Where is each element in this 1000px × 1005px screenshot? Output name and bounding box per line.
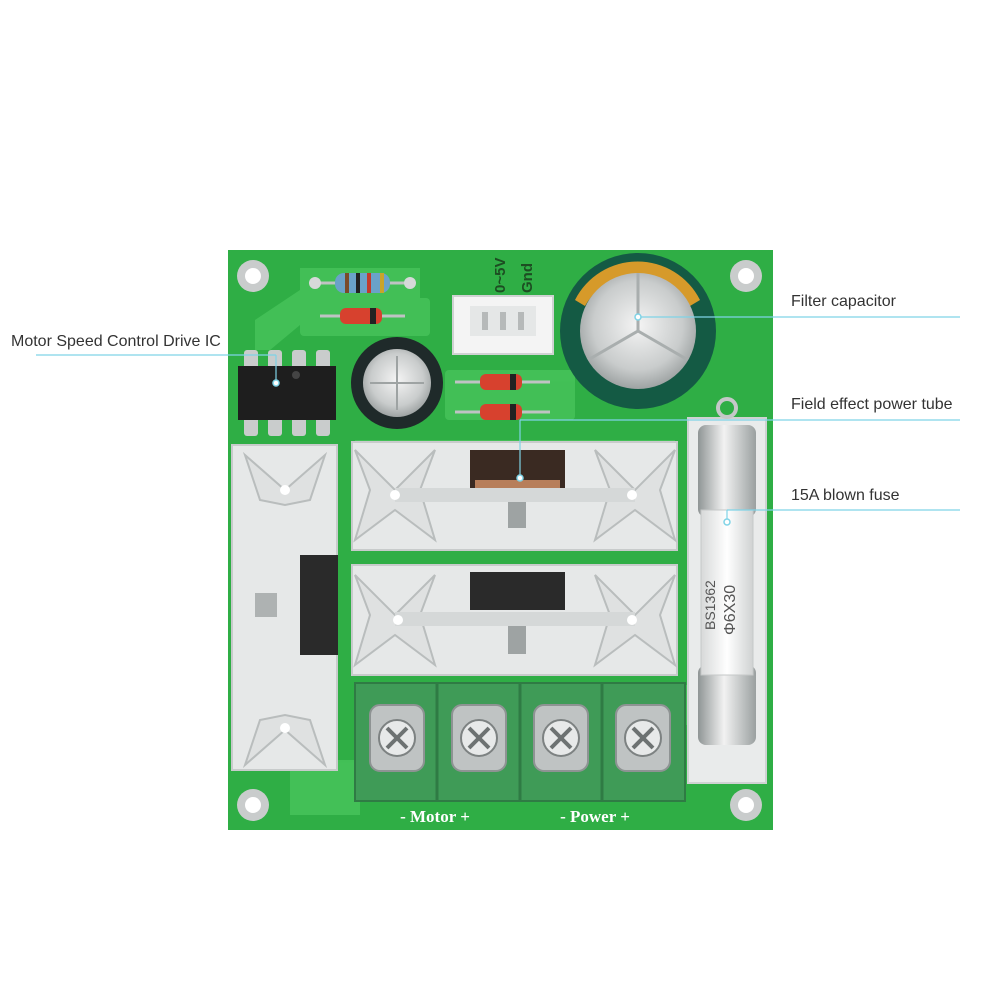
small-capacitor [351, 337, 443, 429]
resistor [309, 273, 416, 293]
callout-lines [36, 316, 960, 522]
callout-dot-capacitor [634, 313, 642, 321]
callout-filter-capacitor: Filter capacitor [791, 293, 896, 310]
input-connector: 0~5V Gnd [452, 258, 554, 355]
fuse-text-rating: Φ6X30 [722, 585, 739, 635]
callout-fet: Field effect power tube [791, 396, 953, 413]
fuse-text-bs1362: BS1362 [702, 580, 718, 630]
fuse: BS1362 Φ6X30 [687, 397, 767, 784]
callout-drive-ic: Motor Speed Control Drive IC [11, 333, 221, 350]
mounting-holes [237, 260, 762, 821]
connector-label-gnd: Gnd [519, 263, 536, 293]
callout-fuse: 15A blown fuse [791, 487, 900, 504]
left-heatsink [231, 444, 338, 771]
diodes [320, 308, 550, 420]
callout-dot-ic [272, 379, 280, 387]
callout-dot-fet [516, 474, 524, 482]
label-motor: - Motor + [400, 807, 470, 826]
filter-capacitor [560, 253, 716, 409]
terminal-block [354, 682, 686, 802]
connector-label-0-5v: 0~5V [492, 258, 509, 293]
top-heatsink [351, 441, 678, 551]
bottom-heatsink [351, 564, 678, 676]
label-power: - Power + [560, 807, 630, 826]
callout-dot-fuse [723, 518, 731, 526]
